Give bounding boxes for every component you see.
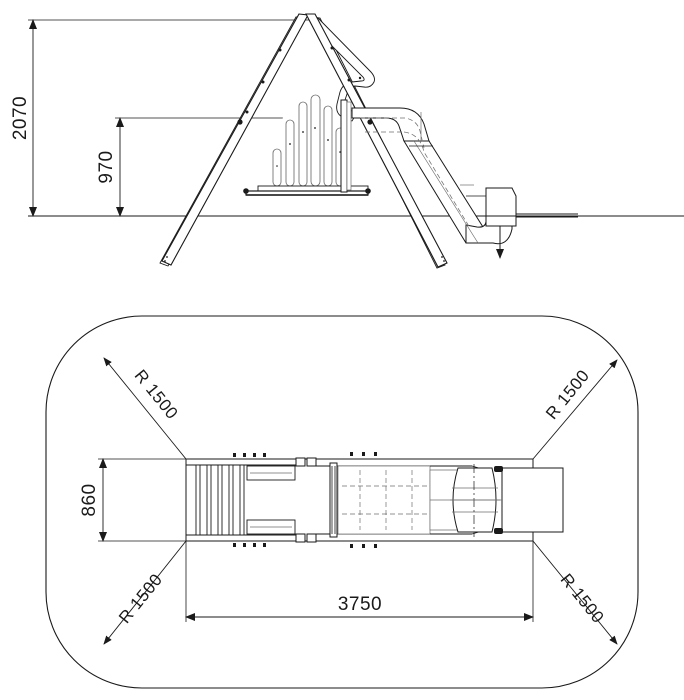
plan-view: 860 3750 R 1500 R 1500 R 1500	[45, 315, 639, 689]
slide-exit	[485, 187, 578, 227]
slide-exit-plan	[501, 467, 564, 533]
dimension-unit-width-label: 860	[79, 483, 100, 516]
dimension-platform-height: 970	[96, 117, 124, 217]
dimension-unit-length: 3750	[185, 541, 534, 622]
dimension-total-height-label: 2070	[10, 96, 31, 140]
dimension-total-height: 2070	[10, 19, 37, 217]
elevation-view: 2070 970	[10, 13, 684, 269]
a-frame-front-legs	[161, 13, 448, 268]
ladder-rungs	[185, 453, 297, 547]
radius-leaders	[103, 357, 618, 645]
platform-riser	[340, 99, 352, 193]
deck-plan	[295, 452, 431, 548]
slide-plan	[429, 464, 564, 537]
dimension-unit-length-label: 3750	[338, 594, 382, 615]
dimension-platform-height-label: 970	[96, 150, 117, 183]
